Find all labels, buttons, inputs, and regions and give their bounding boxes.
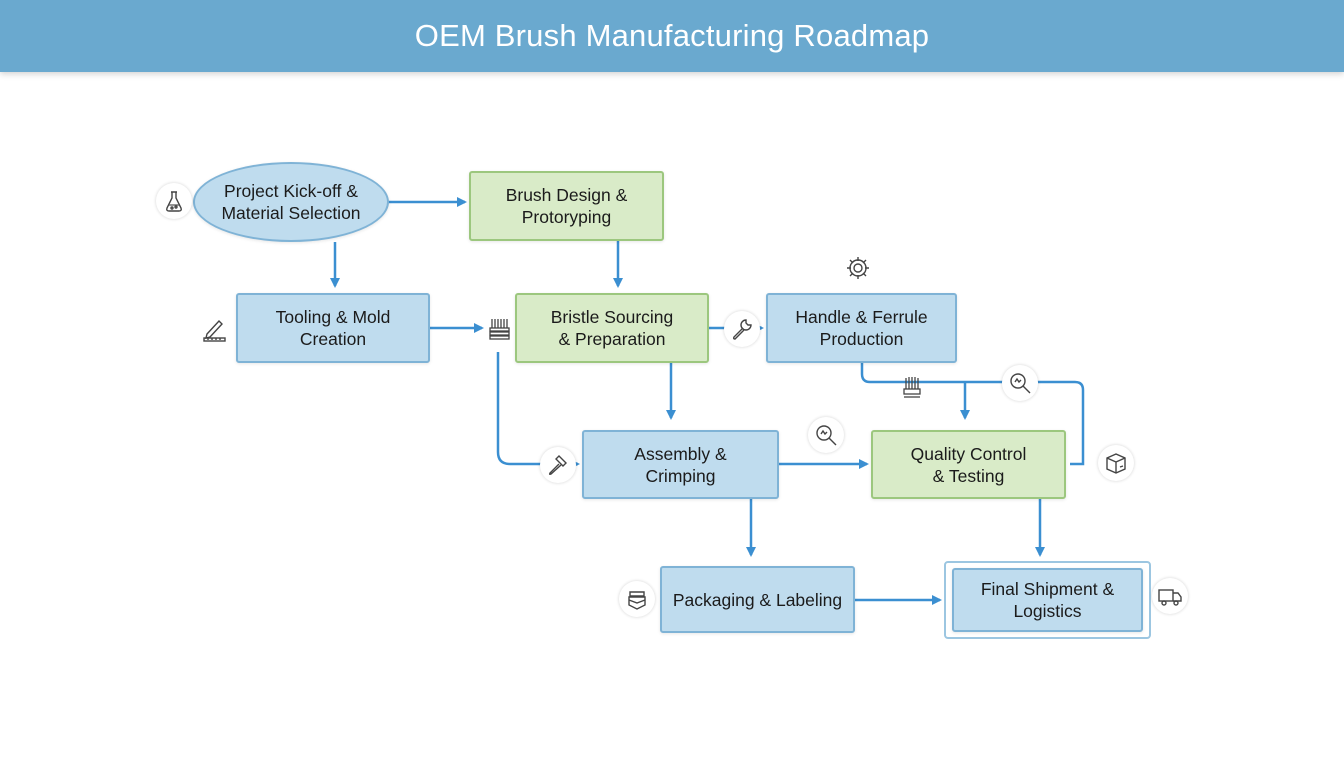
node-project-kickoff[interactable]: Project Kick-off & Material Selection — [193, 162, 389, 242]
bristle-stack-icon — [481, 311, 517, 347]
node-handle-ferrule[interactable]: Handle & Ferrule Production — [766, 293, 957, 363]
edge-tooling-assembly-path — [496, 352, 580, 469]
edge-handle-qc — [860, 363, 1085, 466]
brush-icon — [894, 370, 930, 406]
title-banner: OEM Brush Manufacturing Roadmap — [0, 0, 1344, 72]
page-title: OEM Brush Manufacturing Roadmap — [414, 18, 930, 53]
magnifier-icon — [1002, 365, 1038, 401]
node-tooling-mold[interactable]: Tooling & Mold Creation — [236, 293, 430, 363]
node-final-shipment[interactable]: Final Shipment & Logistics — [952, 568, 1143, 632]
node-packaging-labeling[interactable]: Packaging & Labeling — [660, 566, 855, 633]
magnifier-icon — [808, 417, 844, 453]
pencil-ruler-icon — [196, 311, 232, 347]
flask-icon — [156, 183, 192, 219]
wrench-icon — [724, 311, 760, 347]
node-brush-design[interactable]: Brush Design & Protoryping — [469, 171, 664, 241]
gear-icon — [840, 250, 876, 286]
box-icon — [1098, 445, 1134, 481]
node-quality-control[interactable]: Quality Control & Testing — [871, 430, 1066, 499]
truck-icon — [1152, 578, 1188, 614]
node-bristle-sourcing[interactable]: Bristle Sourcing & Preparation — [515, 293, 709, 363]
package-icon — [619, 581, 655, 617]
node-assembly-crimping[interactable]: Assembly & Crimping — [582, 430, 779, 499]
hammer-icon — [540, 447, 576, 483]
